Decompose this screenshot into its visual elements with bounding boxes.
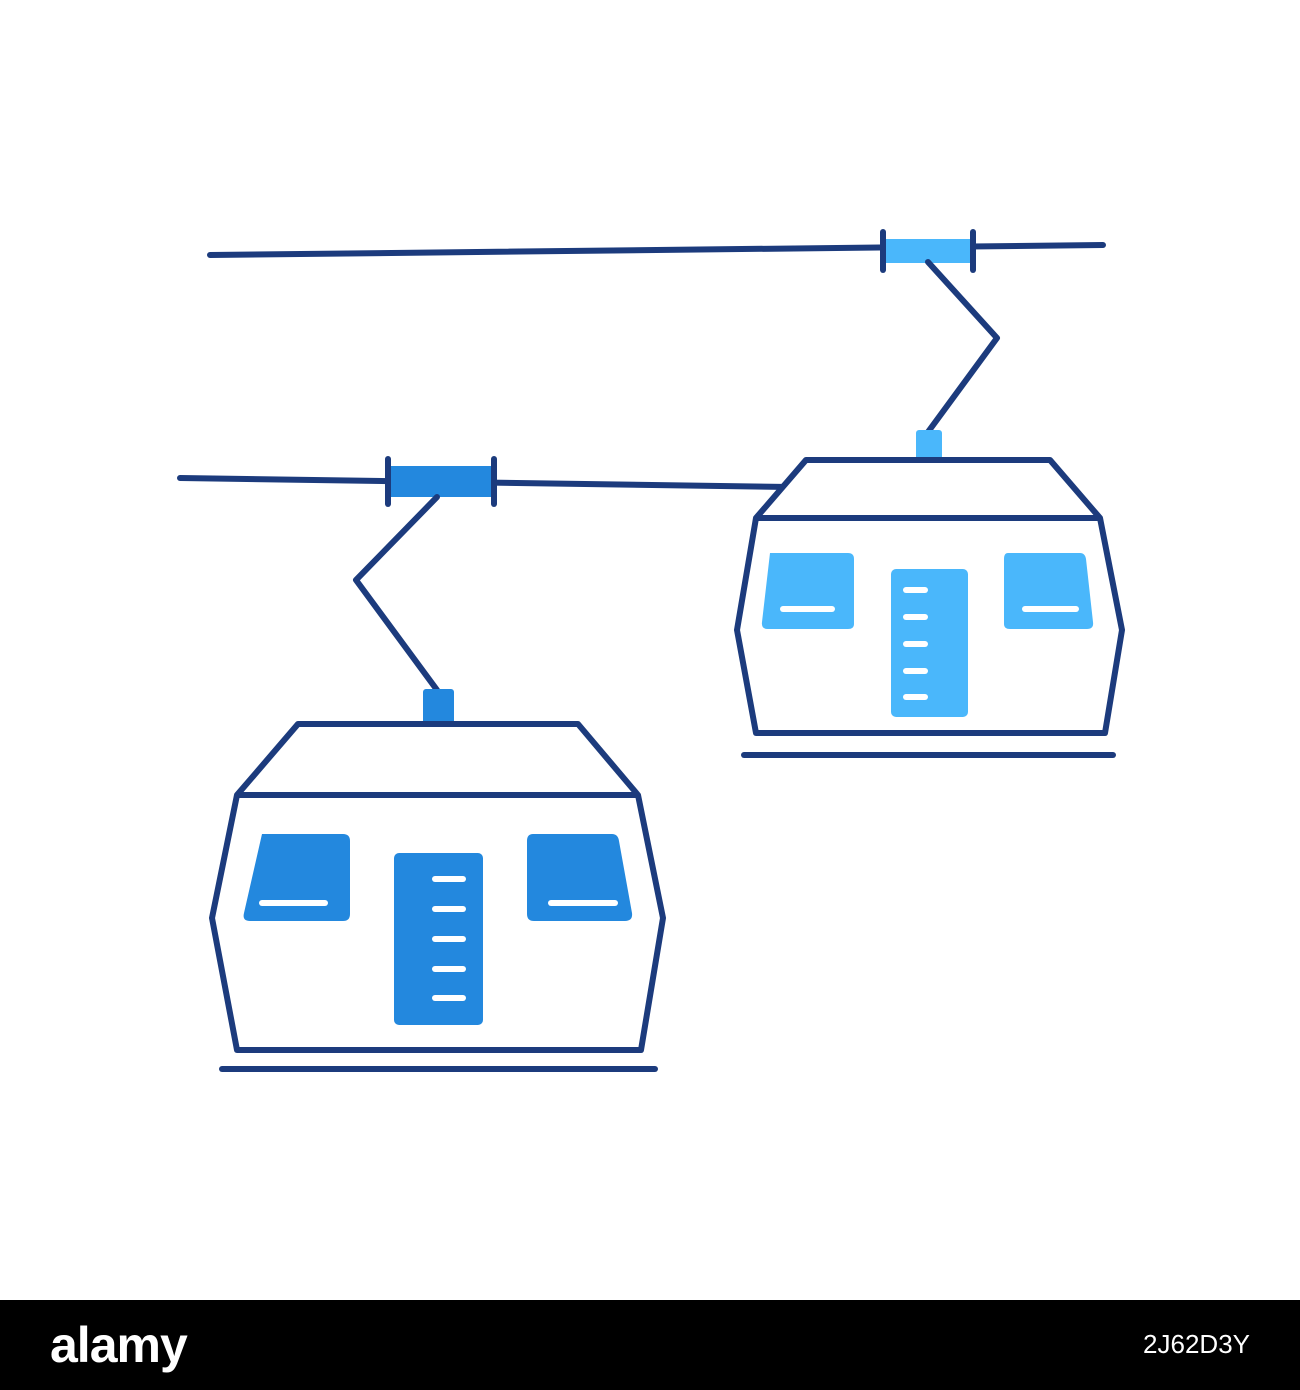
image-id: 2J62D3Y [1143, 1329, 1250, 1359]
cable-car-illustration [177, 229, 1125, 1072]
back-cable-car-icon [734, 229, 1125, 758]
front-cable-car-icon [209, 456, 666, 1072]
alamy-logo[interactable]: alamy [50, 1317, 188, 1373]
footer-bar: alamy 2J62D3Y [0, 1300, 1300, 1390]
